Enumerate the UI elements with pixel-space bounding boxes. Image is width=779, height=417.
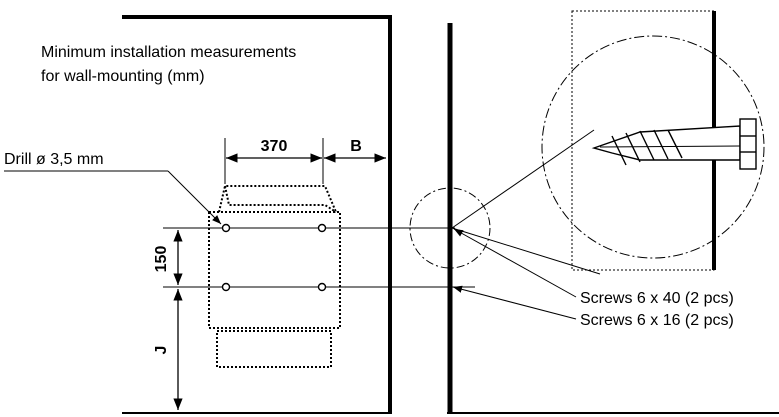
- width-dimension: 370: [224, 138, 324, 184]
- drill-hole-icon: [317, 223, 327, 233]
- drill-hole-icons: [221, 223, 327, 292]
- title-line-1: Minimum installation measurements: [41, 44, 296, 61]
- screws-large-leader: [453, 228, 577, 298]
- drill-hole-icon: [221, 223, 231, 233]
- side-clearance-label: B: [350, 138, 362, 155]
- drill-callout: Drill ø 3,5 mm: [4, 151, 104, 168]
- wall-section-icon: [447, 23, 779, 414]
- screws-small-leader: [452, 285, 577, 320]
- hole-spacing-label: 150: [153, 246, 170, 273]
- drill-hole-icon: [317, 282, 327, 292]
- title-line-2: for wall-mounting (mm): [41, 68, 205, 85]
- floor-clearance-dimension: J: [153, 289, 183, 410]
- screws-large-callout: Screws 6 x 40 (2 pcs): [580, 290, 734, 307]
- detail-circle-icon: [409, 187, 491, 269]
- floor-clearance-label: J: [153, 346, 170, 355]
- drill-leader-arrow: [167, 170, 222, 225]
- zoom-connector-upper: [451, 129, 595, 229]
- screw-detail-icon: [591, 118, 757, 170]
- drill-hole-icon: [221, 282, 231, 292]
- screws-small-callout: Screws 6 x 16 (2 pcs): [580, 312, 734, 329]
- side-clearance-dimension: B: [324, 138, 386, 163]
- unit-outline: [208, 185, 341, 368]
- zoom-connector-lower: [451, 227, 601, 275]
- width-label: 370: [261, 138, 288, 155]
- zoom-circle-icon: [541, 35, 765, 259]
- left-room-walls: [122, 15, 392, 414]
- hole-spacing-dimension: 150: [153, 230, 183, 285]
